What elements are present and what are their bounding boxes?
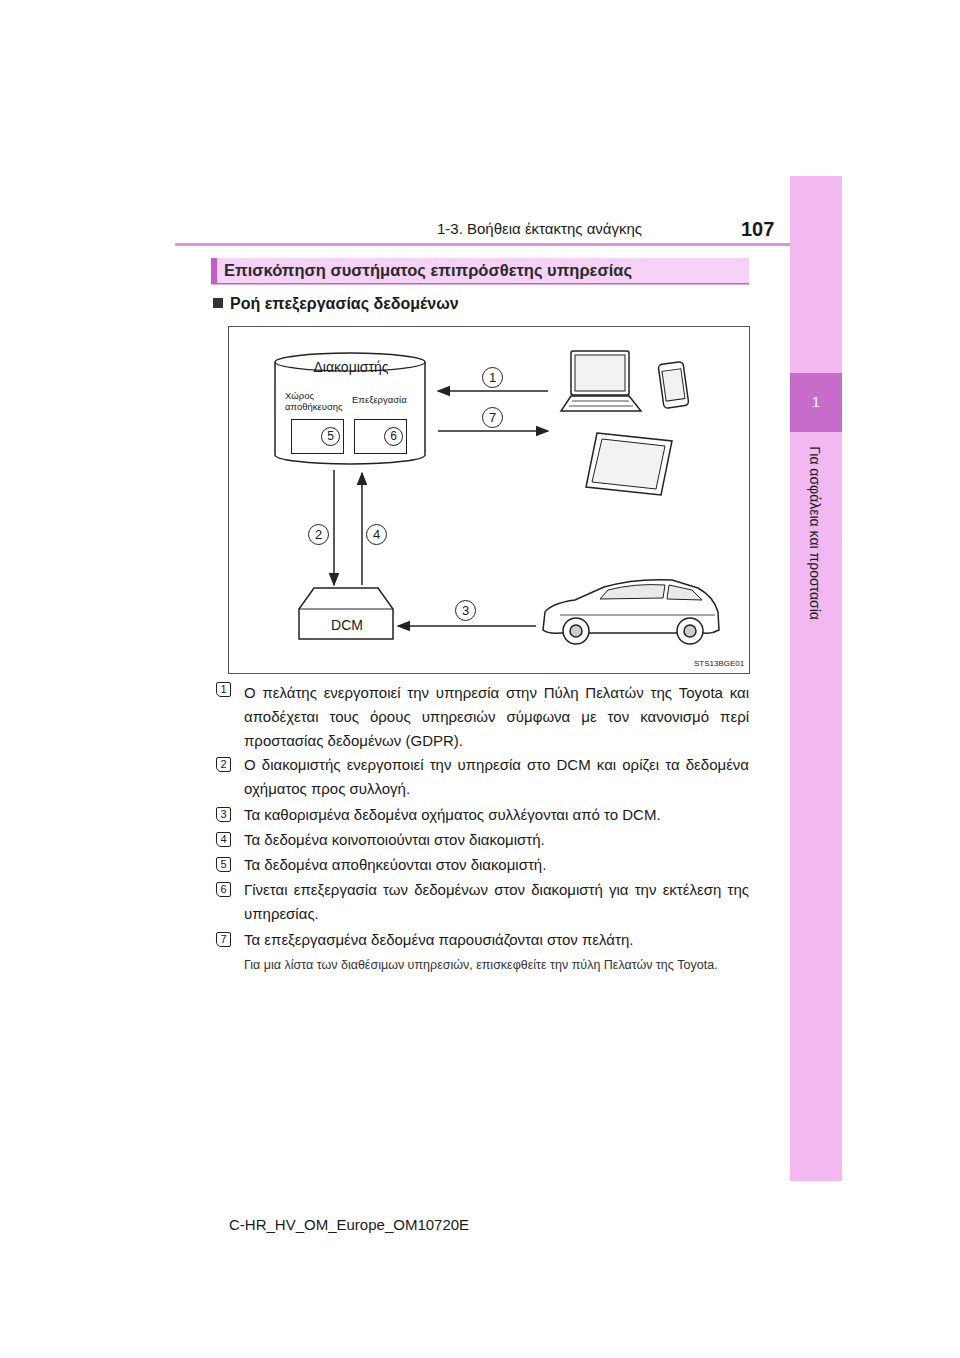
flow-arrow <box>398 625 536 627</box>
callout-number: 2 <box>308 524 329 545</box>
step-text: Γίνεται επεξεργασία των δεδομένων στον δ… <box>244 878 749 926</box>
step-text: Ο διακομιστής ενεργοποιεί την υπηρεσία σ… <box>244 753 749 801</box>
chapter-header: 1-3. Βοήθεια έκτακτης ανάγκης <box>437 219 642 239</box>
processing-box: Επεξεργασία 6 <box>352 391 416 454</box>
laptop-icon <box>561 351 641 411</box>
flow-arrow <box>361 473 363 585</box>
callout-number: 5 <box>321 427 340 446</box>
storage-box: Χώρος αποθήκευσης 5 <box>285 391 351 454</box>
bullet-square <box>213 298 223 308</box>
callout-number: 3 <box>455 600 476 621</box>
section-band-mark <box>211 258 217 283</box>
page-number: 107 <box>741 217 774 241</box>
callout-number: 7 <box>216 932 231 947</box>
phone-icon <box>658 361 689 408</box>
side-tab <box>790 176 842 1181</box>
callout-number: 4 <box>366 524 387 545</box>
step-text: Τα καθορισμένα δεδομένα οχήματος συλλέγο… <box>244 803 749 827</box>
step-text: Τα επεξεργασμένα δεδομένα παρουσιάζονται… <box>244 928 749 952</box>
inner-box: 6 <box>354 419 407 454</box>
server-cylinder: Χώρος αποθήκευσης 5 Επεξεργασία 6 Διακομιστή… <box>274 352 428 465</box>
subheading: Ροή επεξεργασίας δεδομένων <box>230 294 459 314</box>
callout-number: 1 <box>216 682 231 697</box>
inner-box: 5 <box>291 419 344 454</box>
callout-number: 7 <box>482 407 503 428</box>
box-heading: Χώρος αποθήκευσης <box>285 390 349 412</box>
callout-number: 1 <box>482 367 503 388</box>
car-illustration <box>543 580 719 644</box>
flow-arrow <box>438 390 548 392</box>
node-title: Διακομιστής <box>274 358 428 376</box>
dcm-unit: DCM <box>298 587 396 640</box>
chapter-tab-text: Για ασφάλεια και προστασία <box>805 438 825 628</box>
flow-arrow <box>438 430 548 432</box>
callout-number: 2 <box>216 757 231 772</box>
callout-number: 6 <box>384 427 403 446</box>
note-text: Για μια λίστα των διαθέσιμων υπηρεσιών, … <box>244 955 749 975</box>
document-code: C-HR_HV_OM_Europe_OM10720E <box>229 1215 469 1235</box>
section-band <box>211 258 749 283</box>
step-text: Τα δεδομένα κοινοποιούνται στον διακομισ… <box>244 828 749 852</box>
diagram-frame <box>229 327 750 674</box>
header-rule <box>175 243 790 246</box>
flow-arrow <box>333 470 335 585</box>
node-label: DCM <box>298 616 396 634</box>
step-text: Ο πελάτης ενεργοποιεί την υπηρεσία στην … <box>244 681 749 753</box>
section-heading: Επισκόπηση συστήματος επιπρόσθετης υπηρε… <box>224 260 632 281</box>
tablet-icon <box>586 433 672 495</box>
step-text: Τα δεδομένα αποθηκεύονται στον διακομιστ… <box>244 853 749 877</box>
chapter-number: 1 <box>790 392 842 412</box>
section-band-rule <box>211 283 749 285</box>
box-heading: Επεξεργασία <box>352 394 414 405</box>
chapter-tab <box>790 373 842 432</box>
image-code: STS13BGE01 <box>694 659 744 669</box>
callout-number: 4 <box>216 832 231 847</box>
callout-number: 6 <box>216 882 231 897</box>
callout-number: 3 <box>216 807 231 822</box>
callout-number: 5 <box>216 857 231 872</box>
